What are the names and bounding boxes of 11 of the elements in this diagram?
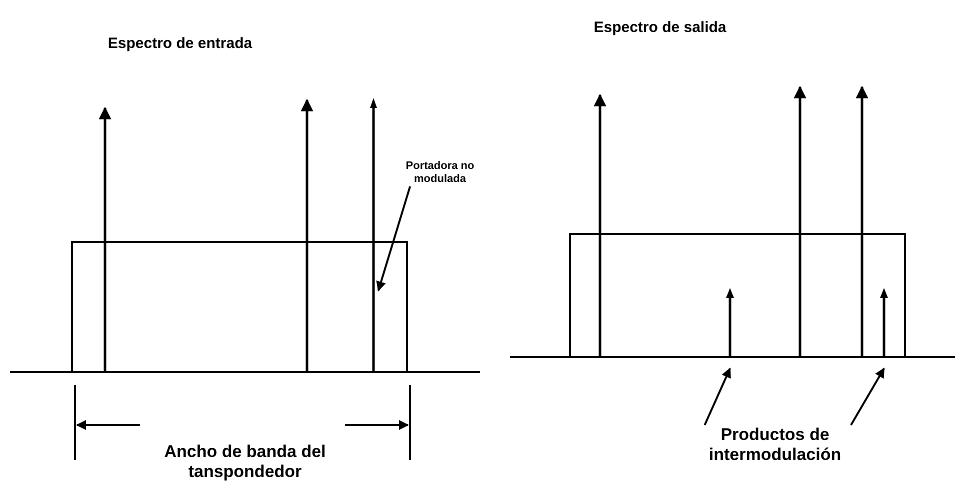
- panel-title: Espectro de salida: [592, 19, 728, 37]
- carrier-arrow: [370, 98, 377, 373]
- leader-arrow: [704, 368, 731, 426]
- dimension-label: Ancho de banda del tanspondedor: [163, 442, 327, 483]
- leader-arrow: [850, 368, 885, 426]
- carrier-arrow: [726, 288, 734, 358]
- callout-text: Productos de intermodulación: [708, 425, 842, 466]
- panel-title: Espectro de entrada: [106, 35, 254, 53]
- leader-arrow: [376, 186, 412, 292]
- callout-text: Portadora no modulada: [404, 160, 476, 186]
- carrier-arrow: [880, 288, 888, 358]
